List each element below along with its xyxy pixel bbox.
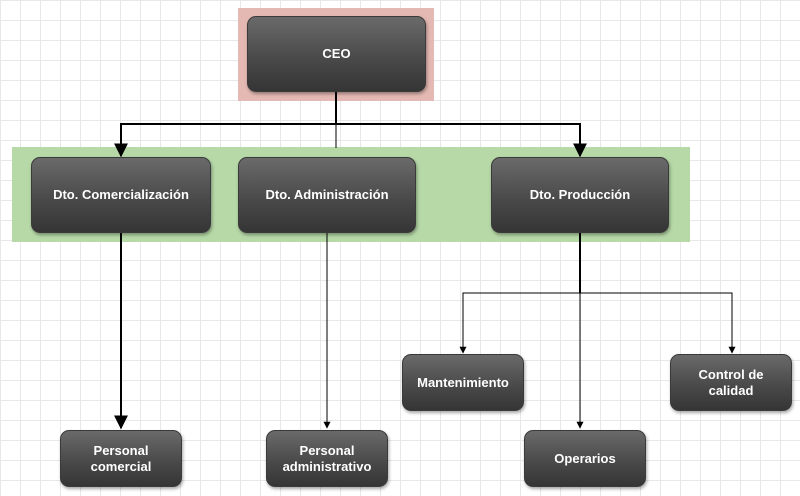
connector-produccion-control-calidad [580, 292, 736, 354]
mantenimiento-node[interactable]: Mantenimiento [402, 354, 524, 411]
connector-ceo-comercializacion [114, 92, 337, 158]
dto-produccion-node[interactable]: Dto. Producción [491, 157, 669, 233]
connector-ceo-produccion [336, 123, 587, 158]
operarios-node[interactable]: Operarios [524, 430, 646, 487]
dto-comercializacion-node[interactable]: Dto. Comercialización [31, 157, 211, 233]
personal-comercial-node[interactable]: Personal comercial [60, 430, 182, 487]
personal-administrativo-node[interactable]: Personal administrativo [266, 430, 388, 487]
ceo-node[interactable]: CEO [247, 16, 426, 92]
control-calidad-node[interactable]: Control de calidad [670, 354, 792, 411]
connector-produccion-mantenimiento [459, 292, 580, 354]
dto-administracion-node[interactable]: Dto. Administración [238, 157, 416, 233]
